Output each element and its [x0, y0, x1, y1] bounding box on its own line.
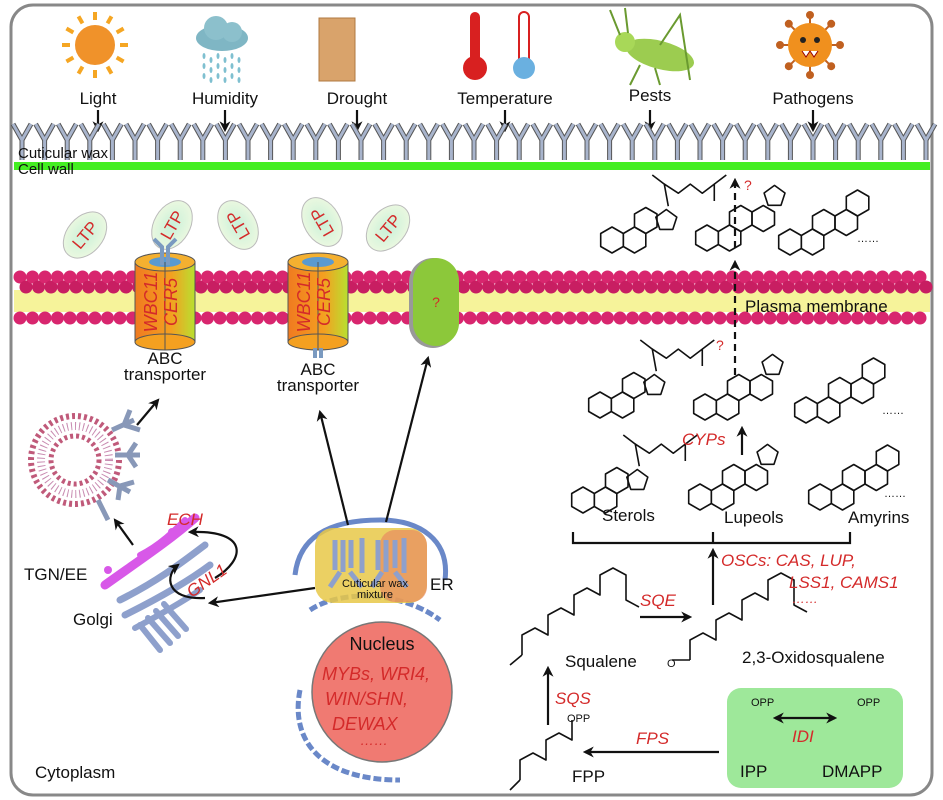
squalene-label: Squalene	[565, 652, 637, 671]
epoxide-o-label: O	[667, 658, 676, 670]
cytoplasm-label: Cytoplasm	[35, 763, 115, 782]
transcription-factor: ……	[360, 732, 388, 748]
oscs-label: ……	[792, 591, 818, 606]
wax-mixture-label: Cuticular wax	[342, 578, 409, 590]
abc-transporter-label: transporter	[277, 376, 360, 395]
abc-transporter-label: transporter	[124, 365, 207, 384]
unknown-mark: ?	[716, 337, 724, 353]
cell-wall	[14, 162, 930, 170]
transporter-gene-label: CER5	[161, 277, 181, 326]
transporter-gene-label: CER5	[314, 277, 334, 326]
abc-transporter-label: ABC	[301, 360, 336, 379]
fpp-label: FPP	[572, 767, 605, 786]
pathway-arrows	[542, 177, 852, 758]
stimulus-label: Drought	[327, 89, 388, 108]
idi-label: IDI	[792, 727, 814, 746]
grasshopper-icon	[609, 7, 695, 86]
er-label: ER	[430, 575, 454, 594]
transporter-gene-label: WBC11	[294, 272, 314, 333]
svg-text:?: ?	[432, 294, 440, 310]
oxidosqualene-label: 2,3-Oxidosqualene	[742, 648, 885, 667]
opp-label: OPP	[751, 697, 774, 709]
opp-label: OPP	[857, 697, 880, 709]
sun-icon	[62, 12, 128, 78]
gnl1-cycle-arrow	[167, 563, 206, 600]
opp-label: OPP	[567, 713, 590, 725]
oscs-label: LSS1, CAMS1	[789, 573, 899, 592]
transcription-factor: DEWAX	[332, 714, 399, 734]
stimulus-label: Pathogens	[772, 89, 853, 108]
nucleus	[311, 621, 453, 763]
ltp-protein: LTP	[62, 211, 108, 259]
ipp-label: IPP	[740, 762, 767, 781]
stimulus-label: Temperature	[457, 89, 552, 108]
ltp-protein: LTP	[151, 200, 193, 250]
ellipsis: ……	[857, 233, 879, 245]
cracked-soil-icon	[318, 17, 356, 82]
cell-border	[9, 3, 934, 797]
fps-label: FPS	[636, 729, 670, 748]
membrane-tails	[14, 290, 930, 312]
abc-transporter-label: ABC	[148, 349, 183, 368]
unknown-mark: ?	[744, 177, 752, 193]
cell-wall-label: Cell wall	[18, 161, 74, 178]
gnl1-cycle-arrow	[187, 526, 238, 579]
sqs-label: SQS	[555, 689, 592, 708]
lupeols-label: Lupeols	[724, 508, 784, 527]
endoplasmic-reticulum	[292, 517, 449, 783]
cuticular-wax-label: Cuticular wax	[18, 145, 109, 162]
stimulus-label: Humidity	[192, 89, 259, 108]
sterols-label: Sterols	[602, 506, 655, 525]
plasma-membrane-label: Plasma membrane	[745, 297, 888, 316]
tgn-label: TGN/EE	[24, 565, 87, 584]
transport-arrows	[113, 355, 432, 608]
triterpenoid-structures	[509, 174, 900, 791]
virus-icon	[776, 11, 844, 79]
nucleus-label: Nucleus	[349, 634, 414, 654]
ltp-protein: LTP	[301, 197, 343, 247]
transcription-factor: WIN/SHN,	[325, 689, 408, 709]
cuticular-wax-layer	[10, 122, 938, 160]
cyps-label: CYPs	[682, 430, 726, 449]
rain-cloud-icon	[196, 16, 248, 83]
transcription-factor: MYBs, WRI4,	[322, 664, 430, 684]
stimulus-label: Pests	[629, 86, 672, 105]
transporter-gene-label: WBC11	[141, 272, 161, 333]
ipp-dmapp-box	[727, 688, 903, 788]
wax-mixture-label: mixture	[357, 589, 393, 601]
stimulus-label: Light	[80, 89, 117, 108]
unknown-transporter: ?	[409, 258, 459, 348]
sqe-label: SQE	[640, 591, 677, 610]
ellipsis: ……	[884, 488, 906, 500]
ltp-protein: LTP	[365, 204, 411, 252]
ltp-protein: LTP	[217, 200, 259, 250]
dmapp-label: DMAPP	[822, 762, 882, 781]
golgi-label: Golgi	[73, 610, 113, 629]
thermometer-icon	[463, 11, 535, 80]
ech-label: ECH	[167, 510, 204, 529]
ellipsis: ……	[882, 405, 904, 417]
vesicle	[28, 409, 141, 522]
oscs-label: OSCs: CAS, LUP,	[721, 551, 856, 570]
amyrins-label: Amyrins	[848, 508, 909, 527]
